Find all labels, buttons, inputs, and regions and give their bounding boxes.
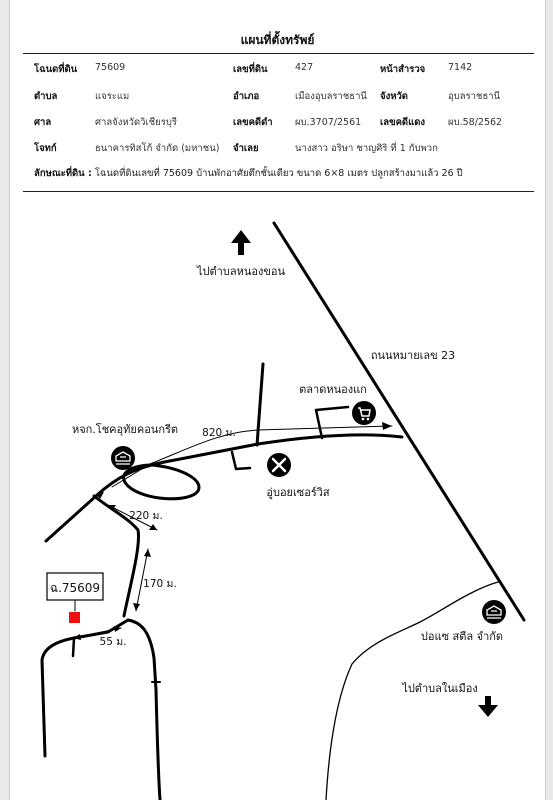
to-naimueang-label: ไปตำบลในเมือง bbox=[401, 682, 477, 695]
defendant-value: นางสาว อริษา ชาญศิริ ที่ 1 กับพวก bbox=[295, 143, 438, 154]
wrench-icon bbox=[267, 453, 291, 477]
to-nongkhon-label: ไปตำบลหนองขอน bbox=[196, 265, 285, 278]
document-page: แผนที่ตั้งทรัพย์ โฉนดที่ดิน 75609 เลขที่… bbox=[9, 0, 546, 800]
survey-value: 7142 bbox=[448, 62, 473, 73]
parcel-marker bbox=[69, 612, 80, 623]
parcel-label-box bbox=[46, 572, 104, 601]
north-side-road bbox=[255, 362, 265, 447]
province-label: จังหวัด bbox=[380, 91, 408, 102]
arrowhead-820 bbox=[382, 422, 392, 430]
lower-right-road bbox=[325, 581, 499, 800]
plaintiff-value: ธนาคารทิสโก้ จำกัด (มหาชน) bbox=[95, 143, 220, 154]
deed-label: โฉนดที่ดิน bbox=[34, 64, 78, 75]
factory-icon bbox=[111, 446, 135, 470]
distance-170-line bbox=[135, 548, 149, 612]
parcel-road bbox=[40, 618, 162, 800]
red-case-value: ผบ.58/2562 bbox=[448, 117, 503, 128]
distance-55-line bbox=[72, 627, 122, 639]
province-value: อุบลราชธานี bbox=[448, 91, 501, 102]
header-divider bbox=[23, 53, 534, 54]
deed-value: 75609 bbox=[95, 62, 126, 73]
land-desc-text: โฉนดที่ดินเลขที่ 75609 บ้านพักอาศัยตึกชั… bbox=[94, 168, 463, 179]
court-label: ศาล bbox=[34, 117, 52, 128]
steel-factory-icon bbox=[482, 600, 506, 624]
land-no-value: 427 bbox=[295, 62, 314, 73]
main-road-line bbox=[44, 433, 404, 543]
black-case-label: เลขคดีดำ bbox=[233, 117, 273, 128]
south-arrow-icon bbox=[478, 696, 498, 717]
land-desc-label: ลักษณะที่ดิน : bbox=[34, 168, 92, 179]
section-divider bbox=[23, 191, 534, 192]
north-arrow-icon bbox=[231, 230, 251, 255]
land-no-label: เลขที่ดิน bbox=[233, 64, 268, 75]
subdistrict-label: ตำบล bbox=[34, 91, 58, 102]
page-title: แผนที่ตั้งทรัพย์ bbox=[240, 33, 315, 47]
distance-220-label: 220 ม. bbox=[129, 510, 163, 522]
loop-road bbox=[122, 463, 201, 501]
parcel-label: ฉ.75609 bbox=[50, 581, 100, 595]
district-value: เมืองอุบลราชธานี bbox=[295, 91, 367, 102]
arrowhead-55b bbox=[114, 626, 121, 632]
market-label: ตลาดหนองแก bbox=[299, 383, 367, 396]
arrowhead-55a bbox=[73, 634, 81, 640]
distance-820-line bbox=[111, 425, 393, 488]
distance-170-label: 170 ม. bbox=[143, 578, 177, 590]
plaintiff-label: โจทก์ bbox=[34, 143, 57, 154]
parcel-stub-road bbox=[71, 636, 76, 658]
garage-label: อู่บอยเซอร์วิส bbox=[266, 486, 330, 499]
arrowhead-170b bbox=[133, 603, 140, 611]
arrowhead-170a bbox=[144, 549, 151, 557]
subdistrict-value: แจระแม bbox=[95, 91, 130, 102]
land-description: ลักษณะที่ดิน : โฉนดที่ดินเลขที่ 75609 บ้… bbox=[34, 166, 463, 181]
black-case-value: ผบ.3707/2561 bbox=[295, 117, 362, 128]
market-icon bbox=[352, 401, 376, 425]
distance-55-label: 55 ม. bbox=[100, 636, 127, 648]
distance-220-line bbox=[107, 504, 158, 531]
court-value: ศาลจังหวัดวิเชียรบุรี bbox=[95, 117, 177, 128]
arrowhead-220a bbox=[108, 505, 116, 511]
distance-820-label: 820 ม. bbox=[202, 427, 236, 439]
concrete-label: หจก.โชคอุทัยคอนกรีต bbox=[72, 422, 178, 436]
steel-label: ปอแซ สตีล จำกัด bbox=[421, 630, 503, 643]
red-case-label: เลขคดีแดง bbox=[380, 117, 426, 128]
garage-spur-road bbox=[230, 450, 252, 471]
highway-label: ถนนหมายเลข 23 bbox=[371, 349, 455, 362]
highway-23-line bbox=[272, 221, 526, 622]
survey-label: หน้าสำรวจ bbox=[380, 64, 426, 75]
arrowhead-220b bbox=[149, 524, 157, 530]
defendant-label: จำเลย bbox=[233, 143, 259, 154]
district-label: อำเภอ bbox=[233, 91, 260, 102]
market-spur-road bbox=[314, 405, 350, 440]
arrowhead-main bbox=[96, 492, 104, 499]
